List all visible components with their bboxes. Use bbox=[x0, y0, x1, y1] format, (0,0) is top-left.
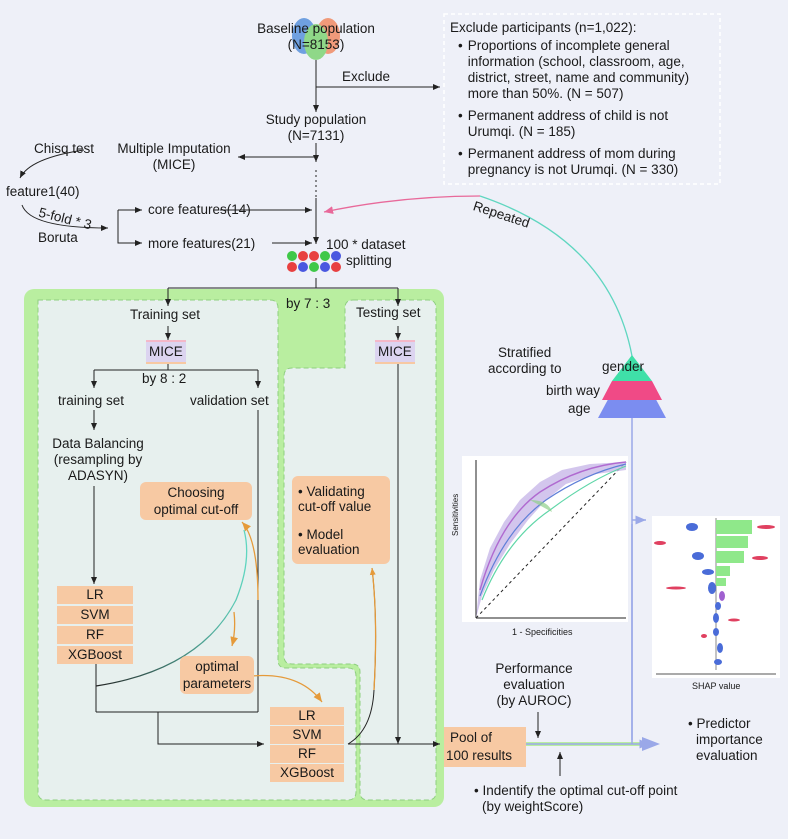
strata-birth: birth way bbox=[546, 383, 601, 398]
strata-gender: gender bbox=[602, 359, 645, 374]
alg-rf-test: RF bbox=[270, 745, 344, 763]
more-features: more features(21) bbox=[148, 236, 256, 251]
chisq-label: Chisq test bbox=[34, 141, 95, 156]
alg-svm-test: SVM bbox=[270, 726, 344, 744]
alg-lr-test: LR bbox=[270, 707, 344, 725]
exclude-box bbox=[443, 13, 721, 185]
choosing-box: Choosing optimal cut-off bbox=[140, 482, 252, 520]
boruta-label: Boruta bbox=[38, 230, 78, 245]
exclude-list: Exclude participants (n=1,022): •Proport… bbox=[450, 20, 690, 177]
optimal-params-box: optimal parameters bbox=[180, 656, 254, 694]
study-title: Study population(N=7131) bbox=[265, 112, 367, 143]
mice-top: Multiple Imputation(MICE) bbox=[117, 141, 231, 172]
roc-ylabel: Sensitivities bbox=[451, 493, 460, 536]
strata-age: age bbox=[568, 401, 591, 416]
mice-test: MICE bbox=[375, 340, 415, 364]
pool-box: Pool of 100 results bbox=[444, 727, 526, 767]
alg-lr-train: LR bbox=[57, 586, 133, 604]
core-features: core features(14) bbox=[148, 202, 251, 217]
training-panel bbox=[37, 299, 357, 801]
alg-svm-train: SVM bbox=[57, 606, 133, 624]
predictor-label: • Predictor importance evaluation bbox=[688, 716, 763, 763]
by73-label: by 7 : 3 bbox=[286, 296, 331, 311]
baseline-title: Baseline population(N=8153) bbox=[257, 21, 375, 52]
cutoff-point-label: • Indentify the optimal cut-off point (b… bbox=[474, 783, 678, 814]
alg-rf-train: RF bbox=[57, 626, 133, 644]
dataset-dots bbox=[287, 251, 341, 272]
stratified-label: Stratified according to bbox=[488, 345, 562, 376]
exclude-label: Exclude bbox=[342, 69, 391, 84]
mice-train: MICE bbox=[146, 340, 186, 364]
testing-set-title: Testing set bbox=[356, 305, 421, 320]
shap-xlabel: SHAP value bbox=[692, 681, 741, 691]
validating-box: • Validating cut-off value • Model evalu… bbox=[292, 476, 390, 564]
alg-xgboost-train: XGBoost bbox=[57, 646, 133, 664]
training-set-title: Training set bbox=[130, 307, 201, 322]
roc-xlabel: 1 - Specificities bbox=[512, 627, 573, 637]
population-icon bbox=[292, 18, 340, 60]
training-sub: training set bbox=[58, 393, 125, 408]
validation-sub: validation set bbox=[190, 393, 269, 408]
alg-xgboost-test: XGBoost bbox=[270, 764, 344, 782]
by82-label: by 8 : 2 bbox=[142, 371, 187, 386]
feature1-label: feature1(40) bbox=[6, 184, 80, 199]
shap-plot bbox=[652, 516, 780, 678]
roc-plot bbox=[462, 456, 628, 622]
